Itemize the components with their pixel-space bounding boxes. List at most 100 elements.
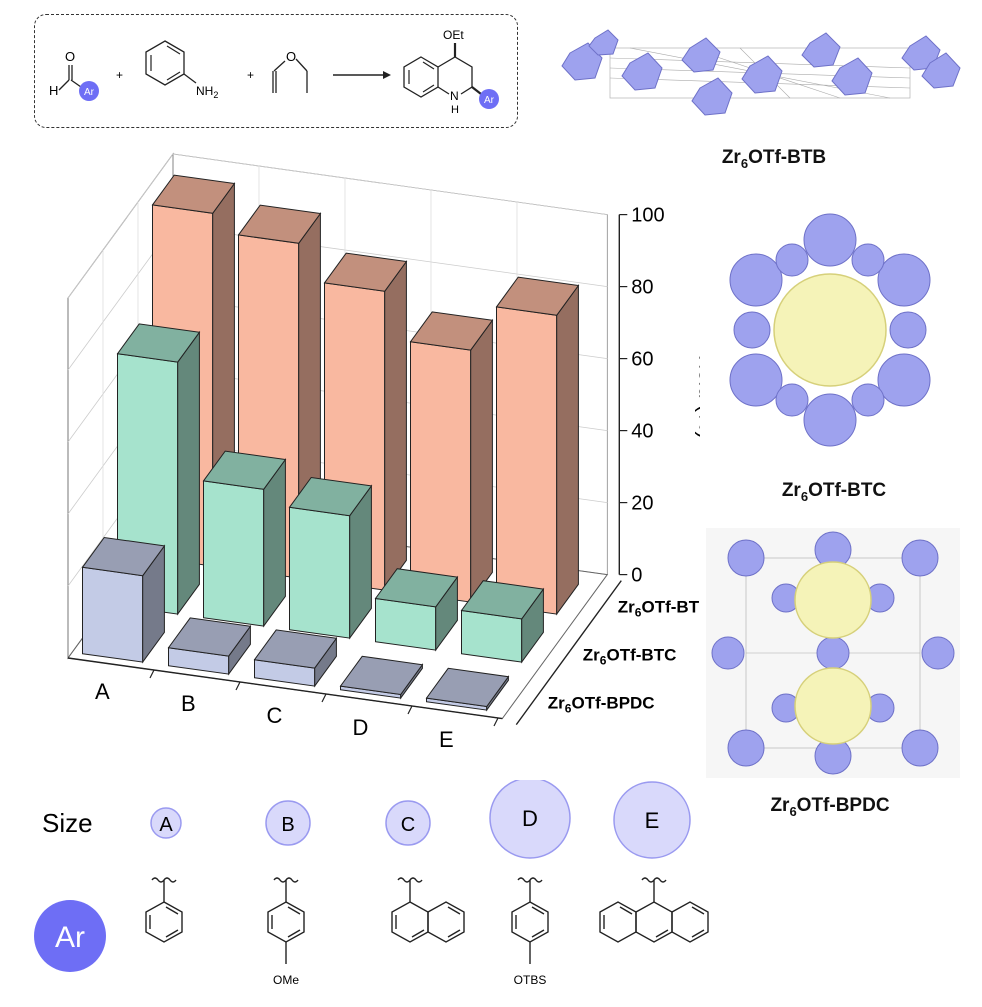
ome-label: OMe <box>273 973 299 987</box>
mof-btc-image <box>729 213 931 447</box>
series-label-1: Zr6OTf-BTC <box>583 646 677 668</box>
z-tick-label: 80 <box>631 277 653 299</box>
bar-2-c <box>253 629 338 688</box>
series-label-0: Zr6OTf-BTB <box>618 598 700 620</box>
phenyl-structure <box>145 877 183 943</box>
bar-top-face <box>167 617 252 657</box>
nh-label: N <box>450 89 459 103</box>
ar-label-product: Ar <box>484 95 495 106</box>
bar-side-face <box>384 259 407 592</box>
bar-2-a <box>81 536 166 664</box>
size-circle-b-label: B <box>281 814 294 836</box>
otbs-phenyl-structure <box>511 877 549 964</box>
mof-bpdc-image <box>706 528 960 778</box>
reaction-scheme: H O Ar + NH2 + O <box>49 28 499 116</box>
bar-front-face <box>410 341 472 603</box>
plus-sign: + <box>116 68 123 82</box>
category-label-a: A <box>95 679 110 704</box>
bar-top-face <box>339 655 424 696</box>
bar-front-face <box>496 306 558 615</box>
reaction-scheme-box: H O Ar + NH2 + O <box>34 14 518 128</box>
bar-front-face <box>82 566 144 663</box>
z-tick-label: 40 <box>631 421 653 443</box>
ar-big-circle-icon <box>34 900 106 972</box>
nh-h-label: H <box>451 104 459 116</box>
methoxyphenyl-structure <box>267 877 305 964</box>
size-circle-a <box>150 807 182 839</box>
series-label-2: Zr6OTf-BPDC <box>548 694 655 716</box>
otbs-label: OTBS <box>514 973 547 987</box>
bar-top-face <box>288 476 373 517</box>
x-tick <box>149 669 155 679</box>
z-tick-label: 100 <box>631 205 664 227</box>
category-label-d: D <box>352 715 368 740</box>
mof-btb-caption: Zr6OTf-BTB <box>721 147 827 171</box>
arrow-head-icon <box>383 71 391 79</box>
bar-1-e <box>460 580 545 664</box>
x-tick <box>493 717 499 727</box>
category-label-e: E <box>439 727 454 752</box>
bar-top-face <box>116 323 201 363</box>
bar-top-face <box>460 580 545 620</box>
pore-sphere-icon <box>773 273 887 387</box>
mof-btc-caption: Zr6OTf-BTC <box>781 480 887 504</box>
bar-top-face <box>374 568 459 608</box>
h-label: H <box>49 83 58 98</box>
bar-0-d <box>409 311 494 604</box>
bar-top-face <box>202 450 287 490</box>
pore-sphere-bottom-icon <box>794 667 872 745</box>
category-label-c: C <box>266 703 282 728</box>
bar-front-face <box>375 597 437 651</box>
z-tick-label: 20 <box>631 493 653 515</box>
bar-top-face <box>495 276 580 316</box>
bar-top-face <box>151 174 236 214</box>
pore-sphere-top-icon <box>794 561 872 639</box>
bar-top-face <box>323 252 408 292</box>
category-label-b: B <box>181 691 196 716</box>
bar-top-face <box>253 629 338 669</box>
size-circle-a-label: A <box>159 814 173 836</box>
plus-sign-2: + <box>247 68 254 82</box>
oet-label: OEt <box>443 28 464 42</box>
anthracenyl-structure <box>599 877 709 943</box>
x-tick <box>321 693 327 703</box>
vinyl-ether-structure: O <box>272 49 308 93</box>
size-circle-c-label: C <box>401 814 415 836</box>
ar-big-label: Ar <box>55 921 85 954</box>
ar-label: Ar <box>84 87 95 98</box>
x-tick <box>235 681 241 691</box>
bar-front-face <box>461 609 523 663</box>
bar-side-face <box>556 283 579 616</box>
bar-top-face <box>409 311 494 351</box>
bar-front-face <box>289 506 351 639</box>
bar-1-d <box>374 568 459 652</box>
product-structure: OEt N H Ar <box>403 28 499 116</box>
size-circle-e <box>613 781 691 859</box>
mof-bpdc-caption: Zr6OTf-BPDC <box>770 795 890 819</box>
z-axis-title: Yield (%) <box>694 350 700 438</box>
aniline-structure: NH2 <box>145 40 218 100</box>
bar-1-b <box>202 450 287 628</box>
size-label: Size <box>42 808 93 838</box>
size-circle-c <box>385 800 431 846</box>
size-circle-d-label: D <box>522 806 538 831</box>
z-tick-label: 0 <box>631 565 642 587</box>
x-tick <box>407 705 413 715</box>
nh2-label: NH2 <box>196 84 218 100</box>
size-circle-d <box>489 780 571 859</box>
aldehyde-structure: H O Ar <box>49 49 99 101</box>
chart-bars <box>81 174 580 712</box>
bar-2-d <box>339 655 424 700</box>
ar-circle-product-icon <box>479 89 499 109</box>
size-circle-e-label: E <box>645 808 660 833</box>
bar-top-face <box>237 204 322 244</box>
bar-0-e <box>495 276 580 616</box>
z-tick-label: 60 <box>631 349 653 371</box>
bar-top-face <box>425 667 510 708</box>
bar-1-c <box>288 476 373 640</box>
mof-btb-image <box>561 29 961 116</box>
o-label: O <box>65 49 75 64</box>
bar-front-face <box>203 480 265 627</box>
